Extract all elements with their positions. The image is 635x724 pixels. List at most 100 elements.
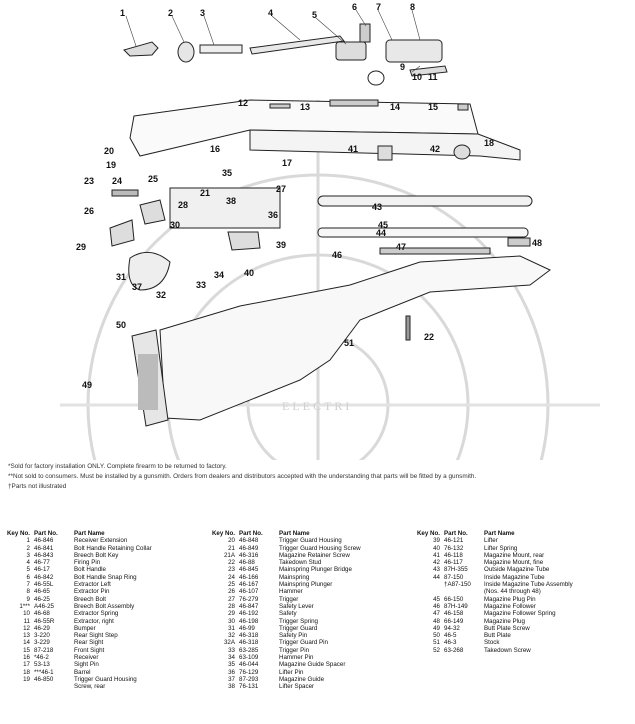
key-no: 13	[23, 632, 30, 640]
part-name: Breech Bolt Key	[74, 551, 119, 559]
part-name: Mainspring Plunger Bridge	[279, 566, 352, 574]
key-no: 46	[433, 602, 440, 610]
magazine-plug	[507, 237, 531, 247]
part-no: 46-121	[444, 537, 464, 545]
hammer	[139, 199, 166, 225]
key-no: 15	[23, 646, 30, 654]
key-no: 11	[23, 617, 30, 625]
key-no: 9	[26, 595, 30, 603]
key-no: 30	[228, 617, 235, 625]
part-name: Inside Magazine Tube	[484, 573, 545, 581]
part-no: 87-150	[444, 573, 464, 581]
magazine-mount-fine	[453, 144, 471, 160]
part-no: 3-229	[34, 639, 50, 647]
table-row: 10 46-68 Extractor Spring	[0, 610, 194, 617]
key-no: 10	[23, 610, 30, 618]
part-name: Trigger Guard Housing	[279, 537, 342, 545]
part-name: Magazine Guide Spacer	[279, 661, 346, 669]
watermark-text: ELECTRI	[282, 399, 352, 413]
part-name: (Nos. 44 through 48)	[484, 588, 541, 596]
part-no: 46-117	[444, 559, 463, 567]
safety-lever	[109, 219, 135, 247]
callout-46: 46	[332, 250, 342, 260]
callout-24: 24	[112, 176, 122, 186]
part-name: Trigger Spring	[279, 617, 318, 625]
part-no: 46-849	[239, 544, 259, 552]
part-name: Lifter	[484, 537, 498, 545]
key-no: 39	[433, 537, 440, 545]
part-name: Breech Bolt Assembly	[74, 602, 135, 610]
callout-26: 26	[84, 206, 94, 216]
part-no: 46-843	[34, 551, 54, 559]
key-no	[410, 588, 444, 595]
callout-20: 20	[104, 146, 114, 156]
key-no: 51	[433, 639, 440, 647]
part-no: 63-285	[239, 646, 259, 654]
callout-27: 27	[276, 184, 286, 194]
part-no: 76-279	[239, 595, 259, 603]
lifter	[227, 231, 261, 251]
part-name: Safety Pin	[279, 632, 308, 640]
footnote-not-illustrated: †Parts not illustrated	[8, 483, 67, 490]
part-name: Extractor Spring	[74, 610, 119, 618]
part-no: 46-192	[239, 610, 259, 618]
key-no	[410, 581, 444, 588]
part-no: 46-841	[34, 544, 54, 552]
trigger-guard-housing	[169, 187, 281, 229]
part-name: Receiver	[74, 654, 99, 662]
part-no: 46-847	[239, 602, 259, 610]
part-no: 46-842	[34, 573, 54, 581]
part-no: 46-167	[239, 581, 259, 589]
key-no: 52	[433, 646, 440, 654]
key-no: 19	[23, 675, 30, 683]
callout-42: 42	[430, 144, 440, 154]
firing-pin	[249, 35, 345, 55]
callout-8: 8	[410, 2, 415, 12]
key-no: 44	[433, 573, 440, 581]
part-no: 46-68	[34, 610, 50, 618]
callout-15: 15	[428, 102, 438, 112]
part-no: 46-55L	[34, 581, 54, 589]
key-no: 38	[228, 683, 235, 691]
breech-bolt-key	[199, 44, 243, 54]
key-no: 32A	[223, 639, 235, 647]
part-no: 46-29	[34, 624, 50, 632]
part-no: 87-218	[34, 646, 54, 654]
table-row: (Nos. 44 through 48)	[410, 588, 604, 595]
part-no: 46-198	[239, 617, 259, 625]
part-no: 46-5	[444, 632, 457, 640]
key-no: 12	[23, 624, 30, 632]
key-no: 26	[228, 588, 235, 596]
table-row: 39 46-121 Lifter	[410, 537, 604, 544]
part-no: 46-88	[239, 559, 255, 567]
part-name: Safety Lever	[279, 602, 314, 610]
part-name: Sight Pin	[74, 661, 99, 669]
key-no: 4	[26, 559, 30, 567]
exploded-parts-diagram: ELECTRI	[60, 2, 600, 460]
callout-10: 10	[412, 72, 422, 82]
callout-14: 14	[390, 102, 400, 112]
part-name: Breech Bolt	[74, 595, 106, 603]
key-no: 41	[433, 551, 440, 559]
callout-50: 50	[116, 320, 126, 330]
callout-38: 38	[226, 196, 236, 206]
part-name: Lifter Spring	[484, 544, 518, 552]
callout-51: 51	[344, 338, 354, 348]
